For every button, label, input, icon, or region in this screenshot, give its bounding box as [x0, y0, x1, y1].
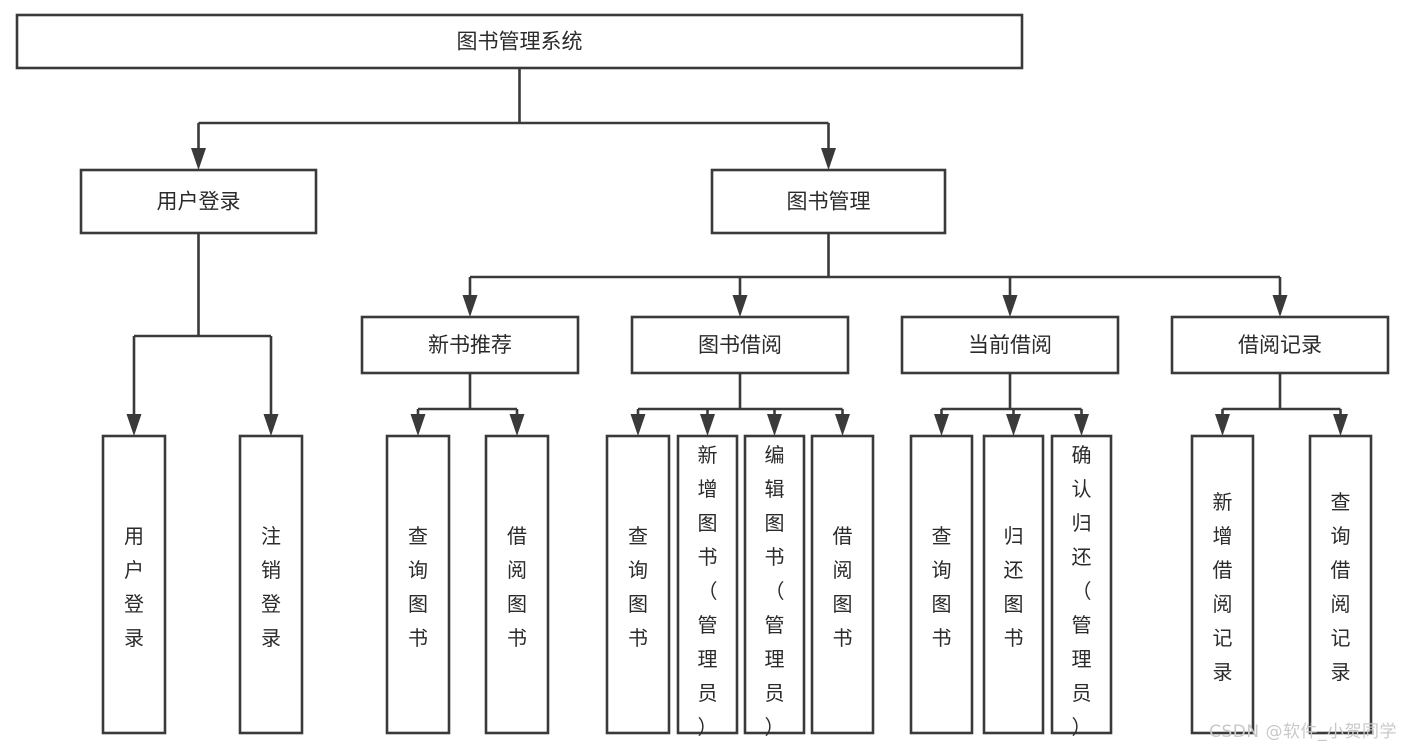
node-box: [743, 434, 806, 735]
node-box: [1308, 434, 1373, 735]
node-box: [676, 434, 739, 735]
connector-arrowhead: [462, 295, 478, 317]
node-box: [79, 168, 318, 235]
node-label: 用户登录: [124, 524, 144, 650]
watermark-text: CSDN @软件_小贺同学: [1209, 722, 1397, 742]
node-label: 新增借阅记录: [1213, 490, 1233, 684]
node-label: 图书借阅: [698, 333, 782, 357]
node-label: 注销登录: [261, 524, 281, 650]
node-label: 查询图书: [408, 524, 428, 650]
connector-arrowhead: [410, 414, 426, 436]
node-label: 查询图书: [932, 524, 952, 650]
node-label: 图书管理: [787, 190, 871, 214]
node-box: [810, 434, 875, 735]
node-box: [630, 315, 850, 375]
node-leaf-borrow-book-2[interactable]: 借阅图书: [810, 434, 875, 735]
node-label: 编辑图书（管理员）: [765, 443, 785, 739]
connector-arrowhead: [835, 414, 850, 436]
node-box: [710, 168, 947, 235]
node-leaf-add-record[interactable]: 新增借阅记录: [1190, 434, 1255, 735]
node-label: 当前借阅: [968, 333, 1052, 357]
node-label: 新增图书（管理员）: [698, 443, 718, 739]
node-box: [1170, 315, 1390, 375]
node-label: 借阅图书: [507, 524, 527, 650]
node-box: [605, 434, 671, 735]
node-label: 查询借阅记录: [1331, 490, 1351, 684]
connector-arrowhead: [263, 414, 279, 436]
node-n-user-login[interactable]: 用户登录: [79, 168, 318, 235]
node-box: [385, 434, 451, 735]
connector-arrowhead: [509, 414, 525, 436]
node-n-book-borrow[interactable]: 图书借阅: [630, 315, 850, 375]
connector-arrowhead: [126, 414, 142, 436]
node-label: 用户登录: [157, 190, 241, 214]
node-n-borrow-record[interactable]: 借阅记录: [1170, 315, 1390, 375]
node-box: [101, 434, 167, 735]
connector-arrowhead: [700, 414, 715, 436]
node-leaf-logout[interactable]: 注销登录: [238, 434, 304, 735]
node-label: 借阅记录: [1238, 333, 1322, 357]
node-label: 归还图书: [1004, 524, 1024, 650]
node-leaf-confirm-return[interactable]: 确认归还（管理员）: [1050, 434, 1113, 739]
connector-arrowhead: [191, 148, 206, 170]
node-n-current-borrow[interactable]: 当前借阅: [900, 315, 1120, 375]
node-box: [1050, 434, 1113, 735]
node-box: [15, 13, 1024, 70]
node-box: [360, 315, 580, 375]
connector-arrowhead: [1215, 414, 1230, 436]
node-label: 确认归还（管理员）: [1072, 443, 1092, 739]
connector-arrowhead: [732, 295, 748, 317]
node-label: 新书推荐: [428, 333, 512, 357]
node-box: [1190, 434, 1255, 735]
node-box: [982, 434, 1045, 735]
node-leaf-query-record[interactable]: 查询借阅记录: [1308, 434, 1373, 735]
connector-arrowhead: [821, 148, 836, 170]
connector-arrowhead: [1333, 414, 1348, 436]
connector-arrowhead: [1006, 414, 1021, 436]
node-n-book-mgmt[interactable]: 图书管理: [710, 168, 947, 235]
connector-arrowhead: [1272, 295, 1288, 317]
connector-arrowhead: [1074, 414, 1089, 436]
node-label: 查询图书: [628, 524, 648, 650]
connector-arrowhead: [934, 414, 949, 436]
node-n-new-book-rec[interactable]: 新书推荐: [360, 315, 580, 375]
nodes-layer: 图书管理系统用户登录图书管理新书推荐图书借阅当前借阅借阅记录用户登录注销登录查询…: [15, 13, 1390, 739]
node-leaf-return-book[interactable]: 归还图书: [982, 434, 1045, 735]
node-box: [484, 434, 550, 735]
node-label: 借阅图书: [833, 524, 853, 650]
node-box: [238, 434, 304, 735]
connector-arrowhead: [630, 414, 646, 436]
node-root[interactable]: 图书管理系统: [15, 13, 1024, 70]
node-leaf-user-login[interactable]: 用户登录: [101, 434, 167, 735]
node-leaf-query-book-1[interactable]: 查询图书: [385, 434, 451, 735]
node-leaf-query-book-3[interactable]: 查询图书: [909, 434, 974, 735]
node-leaf-add-book[interactable]: 新增图书（管理员）: [676, 434, 739, 739]
node-box: [909, 434, 974, 735]
node-label: 图书管理系统: [457, 30, 583, 54]
connector-lines-layer: [126, 68, 1348, 436]
node-leaf-edit-book[interactable]: 编辑图书（管理员）: [743, 434, 806, 739]
connector-arrowhead: [1002, 295, 1018, 317]
connector-arrowhead: [767, 414, 782, 436]
node-box: [900, 315, 1120, 375]
node-leaf-borrow-book-1[interactable]: 借阅图书: [484, 434, 550, 735]
node-leaf-query-book-2[interactable]: 查询图书: [605, 434, 671, 735]
